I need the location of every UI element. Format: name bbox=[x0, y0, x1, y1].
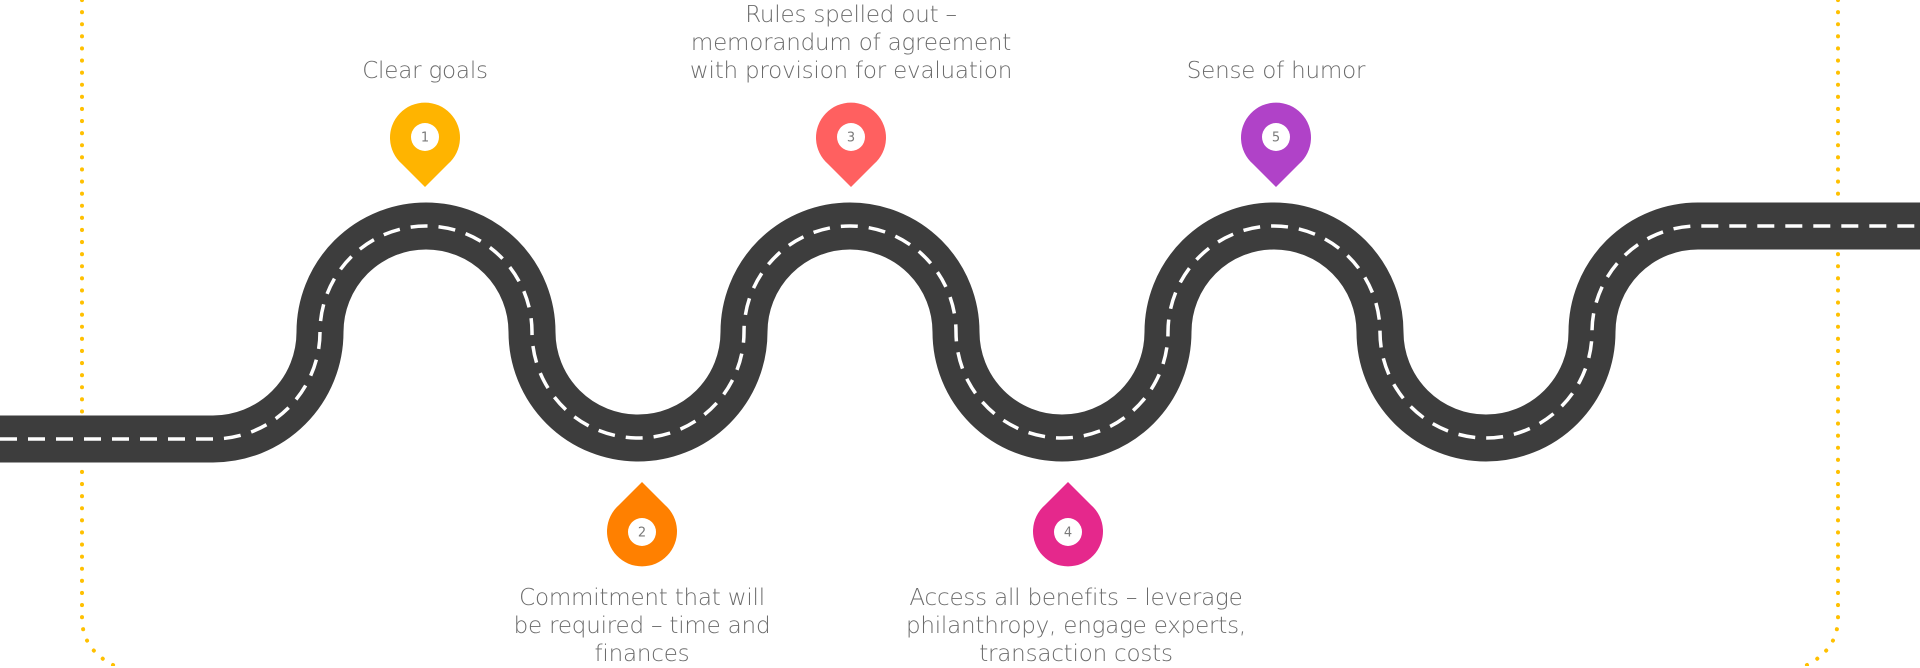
milestone-label-4: Access all benefits – leverage philanthr… bbox=[905, 585, 1247, 667]
milestone-label-5: Sense of humor bbox=[1186, 58, 1366, 84]
milestone-pin-5: 5 bbox=[1241, 102, 1311, 187]
milestone-number: 5 bbox=[1272, 131, 1280, 146]
milestone-label-2: Commitment that will be required – time … bbox=[513, 585, 771, 667]
dotted-frame-border bbox=[80, 0, 1840, 666]
road-center-line bbox=[0, 224, 1920, 441]
milestone-pin-3: 3 bbox=[816, 102, 886, 187]
milestone-pin-4: 4 bbox=[1033, 482, 1103, 567]
milestone-number: 1 bbox=[421, 131, 429, 146]
milestone-pin-2: 2 bbox=[607, 482, 677, 567]
milestone-label-3: Rules spelled out – memorandum of agreem… bbox=[689, 2, 1013, 84]
milestone-number: 2 bbox=[638, 526, 646, 541]
milestone-number: 3 bbox=[847, 131, 855, 146]
milestone-number: 4 bbox=[1064, 526, 1072, 541]
milestone-pin-1: 1 bbox=[390, 102, 460, 187]
milestone-label-1: Clear goals bbox=[362, 58, 488, 84]
